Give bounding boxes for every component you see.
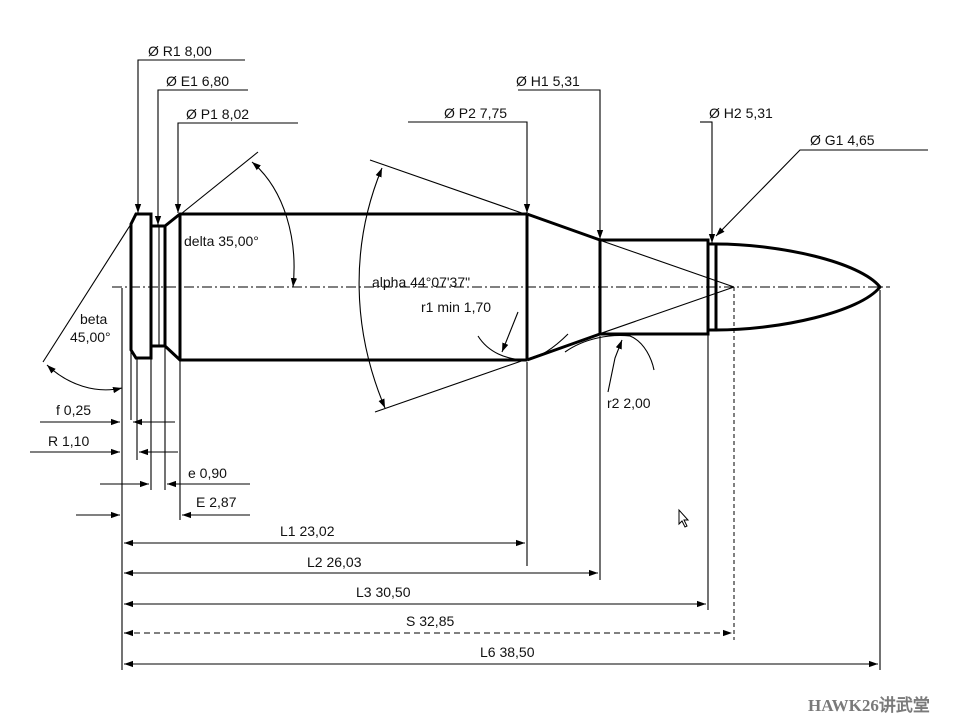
extractor-groove <box>151 224 167 348</box>
label-s: S 32,85 <box>406 613 454 629</box>
small-dimension-lines <box>30 418 250 519</box>
extension-lines <box>130 287 881 670</box>
label-r2: r2 2,00 <box>607 395 651 411</box>
label-alpha: alpha 44°07'37" <box>372 274 470 290</box>
label-l6: L6 38,50 <box>480 644 535 660</box>
label-l3: L3 30,50 <box>356 584 411 600</box>
label-delta: delta 35,00° <box>184 233 259 249</box>
mouse-cursor-icon <box>678 508 690 528</box>
label-beta-value: 45,00° <box>70 329 111 345</box>
label-p1: Ø P1 8,02 <box>186 106 249 122</box>
angle-constructions <box>42 151 735 520</box>
label-e-small: e 0,90 <box>188 465 227 481</box>
label-r1: Ø R1 8,00 <box>148 43 212 59</box>
label-h2: Ø H2 5,31 <box>709 105 773 121</box>
label-r: R 1,10 <box>48 433 89 449</box>
watermark: HAWK26讲武堂 <box>808 695 930 715</box>
diameter-leaders <box>134 59 928 243</box>
case-rim <box>129 212 153 360</box>
label-r1-min: r1 min 1,70 <box>421 299 491 315</box>
label-e-large: E 2,87 <box>196 494 237 510</box>
label-l1: L1 23,02 <box>280 523 335 539</box>
label-p2: Ø P2 7,75 <box>444 105 507 121</box>
bullet <box>708 242 882 332</box>
label-e1: Ø E1 6,80 <box>166 73 229 89</box>
label-g1: Ø G1 4,65 <box>810 132 875 148</box>
length-dimension-lines <box>121 520 878 670</box>
label-h1: Ø H1 5,31 <box>516 73 580 89</box>
label-l2: L2 26,03 <box>307 554 362 570</box>
label-f: f 0,25 <box>56 402 91 418</box>
label-beta-name: beta <box>80 311 107 327</box>
